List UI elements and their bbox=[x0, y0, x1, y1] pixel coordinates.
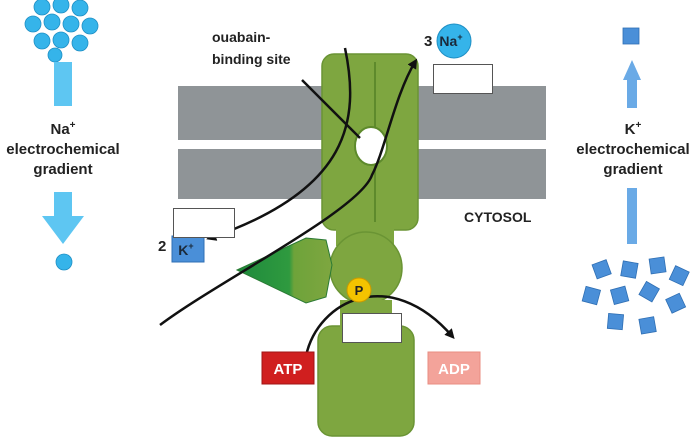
potassium-cluster-ion bbox=[591, 259, 612, 280]
potassium-gradient-arrow-shaft bbox=[627, 188, 637, 244]
potassium-gradient-label: K+ electrochemical gradient bbox=[568, 116, 698, 180]
sodium-potassium-pump bbox=[235, 53, 419, 437]
sodium-gradient-ion: Na+ bbox=[50, 120, 76, 138]
potassium-cluster-ion bbox=[665, 292, 687, 314]
sodium-cluster-ion bbox=[52, 0, 70, 14]
blank-label-box-top[interactable] bbox=[433, 64, 493, 94]
potassium-gradient-line1: electrochemical bbox=[576, 141, 690, 158]
sodium-cluster-ion bbox=[81, 17, 99, 35]
sodium-single-ion bbox=[55, 253, 73, 271]
ouabain-label-line1: ouabain- bbox=[212, 29, 271, 45]
cytosol-label: CYTOSOL bbox=[464, 209, 532, 225]
sodium-gradient-label: Na+ electrochemical gradient bbox=[0, 116, 128, 180]
ouabain-pointer-line bbox=[301, 79, 361, 139]
sodium-cluster-ion bbox=[71, 34, 89, 52]
potassium-gradient-ion: K+ bbox=[624, 120, 642, 138]
sodium-cluster-ion bbox=[43, 13, 61, 31]
sodium-gradient-line2: gradient bbox=[33, 161, 93, 178]
sodium-ion-cluster bbox=[24, 0, 99, 63]
phosphate-label: P bbox=[355, 283, 364, 298]
potassium-ion-badge bbox=[171, 235, 205, 263]
potassium-ion-cluster bbox=[581, 256, 690, 335]
sodium-cluster-ion bbox=[47, 47, 63, 63]
potassium-cluster-ion bbox=[620, 260, 639, 279]
sodium-gradient-line1: electrochemical bbox=[6, 141, 120, 158]
potassium-cluster-ion bbox=[581, 285, 602, 306]
potassium-cluster-ion bbox=[638, 280, 660, 303]
sodium-gradient-arrow-shaft bbox=[54, 192, 72, 218]
adp-box bbox=[427, 351, 481, 385]
atp-label: ATP bbox=[274, 361, 303, 378]
potassium-pathway-arrow bbox=[206, 47, 352, 241]
atp-box bbox=[261, 351, 315, 385]
ouabain-label-line2: binding site bbox=[212, 51, 291, 67]
potassium-single-ion bbox=[622, 27, 640, 45]
pump-actuator-domain bbox=[235, 237, 333, 304]
sodium-cluster-ion bbox=[33, 32, 51, 50]
sodium-gradient-arrow-top bbox=[54, 62, 72, 106]
potassium-cluster-ion bbox=[606, 312, 625, 331]
potassium-gradient-arrow-top bbox=[627, 80, 637, 108]
potassium-count-label: 2 bbox=[158, 238, 166, 255]
sodium-cluster-ion bbox=[71, 0, 89, 17]
potassium-gradient-arrow-head bbox=[623, 60, 641, 80]
potassium-cluster-ion bbox=[668, 265, 690, 287]
sodium-count-label: 3 bbox=[424, 33, 432, 50]
sodium-ion-label: Na+ bbox=[439, 32, 462, 49]
potassium-gradient-line2: gradient bbox=[603, 161, 663, 178]
phosphate-circle bbox=[346, 277, 372, 303]
sodium-ion-badge bbox=[436, 23, 472, 59]
blank-label-box-middle[interactable] bbox=[342, 313, 402, 343]
blank-label-box-left[interactable] bbox=[173, 208, 235, 238]
potassium-cluster-ion bbox=[638, 316, 657, 335]
adp-label: ADP bbox=[438, 361, 470, 378]
sodium-gradient-arrow-head bbox=[42, 216, 84, 244]
potassium-cluster-ion bbox=[609, 285, 630, 306]
sodium-cluster-ion bbox=[62, 15, 80, 33]
sodium-pathway-arrow bbox=[159, 58, 418, 327]
potassium-cluster-ion bbox=[648, 256, 667, 275]
sodium-cluster-ion bbox=[24, 15, 42, 33]
sodium-cluster-ion bbox=[33, 0, 51, 16]
sodium-cluster-ion bbox=[52, 31, 70, 49]
potassium-ion-label: K+ bbox=[178, 241, 193, 258]
